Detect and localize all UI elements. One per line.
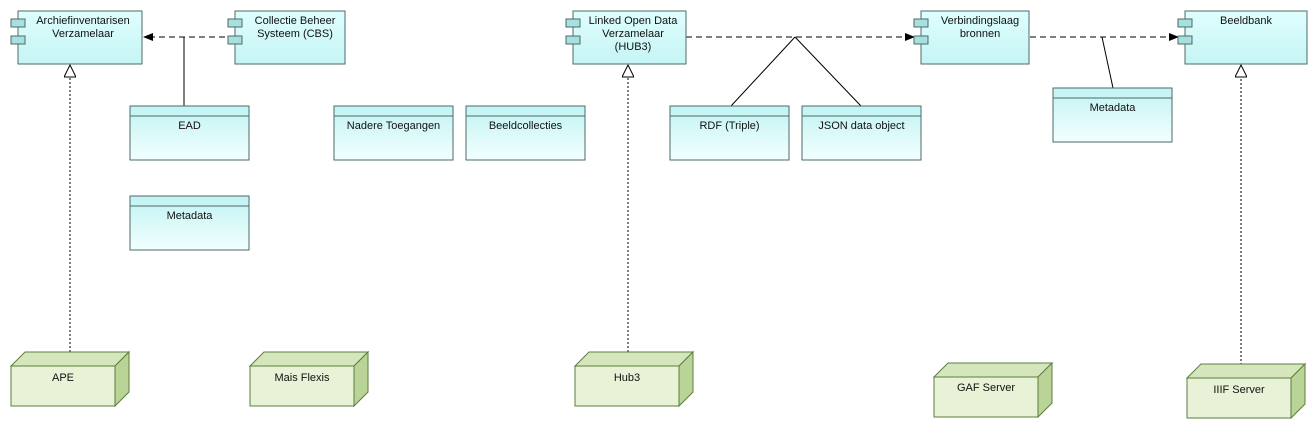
- component-cbs: [227, 10, 346, 65]
- component-verbinding: [913, 10, 1030, 65]
- node-mais: [248, 350, 370, 408]
- component-archief: [10, 10, 143, 65]
- component-tab-icon: [913, 18, 929, 28]
- component-tab-icon: [10, 18, 26, 28]
- artifact-ead: [129, 105, 250, 161]
- artifact-beeldcollecties: [465, 105, 586, 161]
- component-tab-icon: [565, 18, 581, 28]
- connectors: [70, 33, 1241, 365]
- node-ape: [9, 350, 131, 408]
- component-tab-icon: [913, 35, 929, 45]
- component-lod: [565, 10, 687, 65]
- component-tab-icon: [1177, 35, 1193, 45]
- artifact-metadata2: [1052, 87, 1173, 143]
- component-beeldbank: [1177, 10, 1308, 65]
- association-rdf: [730, 36, 796, 107]
- artifact-json: [801, 105, 922, 161]
- association-metadata: [1101, 36, 1114, 89]
- component-tab-icon: [227, 18, 243, 28]
- node-hub3: [573, 350, 695, 408]
- component-tab-icon: [10, 35, 26, 45]
- component-tab-icon: [227, 35, 243, 45]
- node-gaf: [932, 361, 1054, 419]
- artifact-rdf: [669, 105, 790, 161]
- artifact-metadata1: [129, 195, 250, 251]
- artifact-toegangen: [333, 105, 454, 161]
- component-tab-icon: [565, 35, 581, 45]
- node-iiif: [1185, 362, 1307, 420]
- component-tab-icon: [1177, 18, 1193, 28]
- association-json: [794, 36, 862, 107]
